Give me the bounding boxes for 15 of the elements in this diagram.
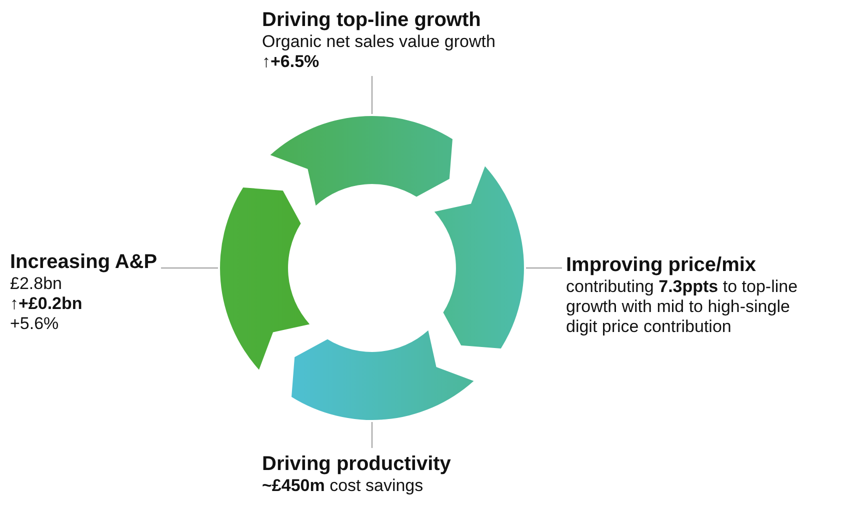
heading: Driving productivity <box>262 452 451 476</box>
arrow-segment <box>434 166 524 348</box>
body-text: £2.8bn <box>10 274 62 294</box>
body-text: ↑+£0.2bn <box>10 294 82 314</box>
heading: Increasing A&P <box>10 250 158 274</box>
heading: Improving price/mix <box>566 253 756 277</box>
arrow-segment <box>270 116 452 206</box>
arrow-segment <box>292 330 474 420</box>
body-text: Organic net sales value growth <box>262 32 496 52</box>
arrow-segment <box>220 188 310 370</box>
body-text: +5.6% <box>10 314 59 334</box>
body-text: ~£450m cost savings <box>262 476 424 496</box>
body-text: contributing 7.3ppts to top-line growth with mid to high-single digit price contribution <box>566 277 799 337</box>
body-text: ↑+6.5% <box>262 52 320 72</box>
heading: Driving top-line growth <box>262 8 481 32</box>
